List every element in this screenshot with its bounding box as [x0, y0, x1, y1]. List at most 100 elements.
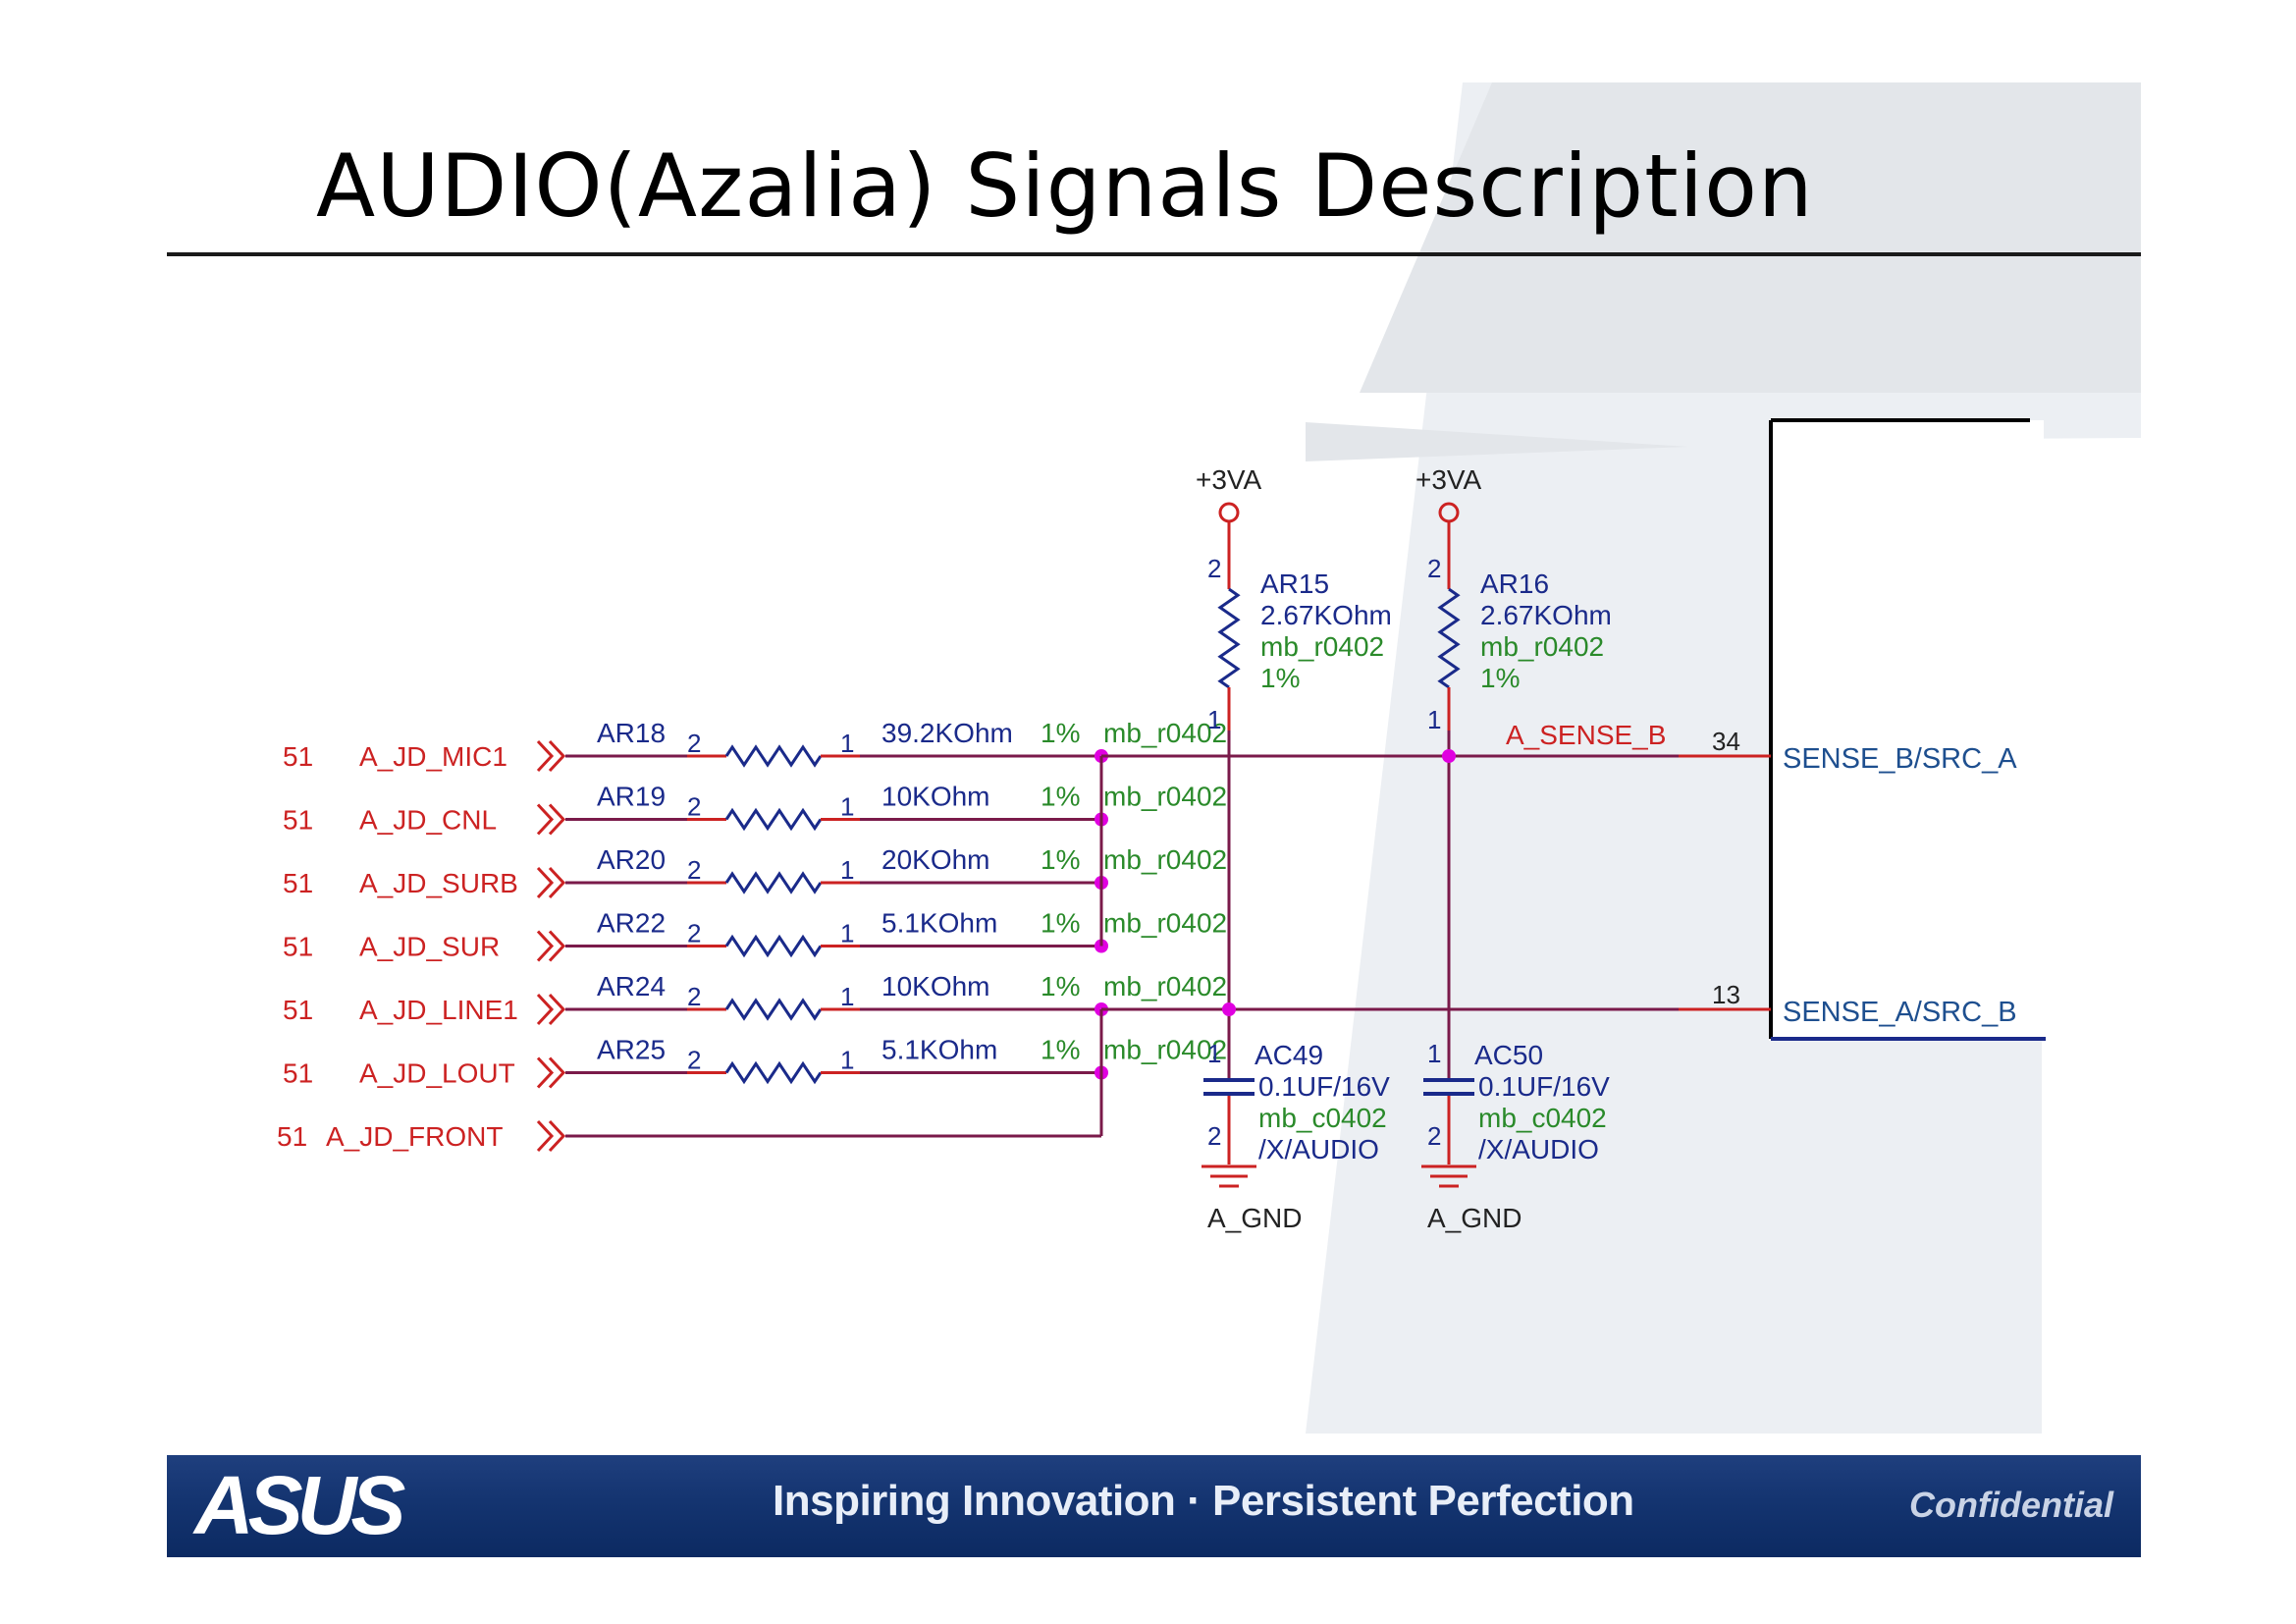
- codec-box-fill: [1769, 420, 2044, 1041]
- power-rail-label: +3VA: [1196, 464, 1262, 495]
- net-label: A_JD_MIC1: [359, 741, 507, 772]
- pin-number: 1: [840, 919, 854, 948]
- resistor-symbol: [724, 744, 823, 768]
- ground-icon: [1201, 1164, 1256, 1188]
- pin-number: 2: [1207, 1121, 1221, 1151]
- offpage-connector-icon: [536, 930, 566, 962]
- net-row-front: 51 A_JD_FRONT: [277, 1119, 1101, 1153]
- resistor-symbol: [724, 871, 823, 894]
- net-page-number: 51: [277, 1121, 307, 1152]
- resistor-package: mb_r0402: [1480, 631, 1604, 662]
- pin-number: 1: [840, 855, 854, 885]
- pin-number: 1: [1427, 1039, 1441, 1068]
- resistor-ref: AR25: [597, 1035, 666, 1065]
- pin-number: 2: [1427, 554, 1441, 583]
- net-row: 51 A_JD_SURB AR20 2 1 20KOhm 1% mb_r0402: [283, 844, 1227, 899]
- codec-pin-name: SENSE_B/SRC_A: [1783, 743, 2017, 775]
- net-page-number: 51: [283, 868, 313, 898]
- resistor-value: 2.67KOhm: [1480, 600, 1612, 630]
- sense-b-net-label: A_SENSE_B: [1506, 720, 1666, 750]
- resistor-value: 5.1KOhm: [881, 1035, 997, 1065]
- capacitor-group: /X/AUDIO: [1478, 1134, 1599, 1164]
- resistor-value: 2.67KOhm: [1260, 600, 1392, 630]
- resistor-ref: AR15: [1260, 568, 1329, 599]
- resistor-ref: AR22: [597, 908, 666, 939]
- power-rail-label: +3VA: [1415, 464, 1482, 495]
- pullup-resistors: +3VA21AR152.67KOhmmb_r04021%+3VA21AR162.…: [1196, 464, 1612, 734]
- pin-number: 1: [840, 1046, 854, 1075]
- resistor-tolerance: 1%: [1041, 971, 1080, 1001]
- codec-pin-name: SENSE_A/SRC_B: [1783, 997, 2017, 1028]
- resistor-package: mb_r0402: [1103, 1035, 1227, 1065]
- title-divider: [167, 252, 2141, 256]
- offpage-connector-icon: [536, 803, 566, 836]
- capacitor-value: 0.1UF/16V: [1258, 1071, 1390, 1102]
- net-label: A_JD_FRONT: [326, 1121, 503, 1152]
- net-page-number: 51: [283, 741, 313, 772]
- offpage-connector-icon: [536, 1056, 566, 1089]
- power-rail-icon: [1218, 502, 1240, 523]
- pin-number: 1: [840, 982, 854, 1011]
- resistor-tolerance: 1%: [1041, 908, 1080, 939]
- net-label: A_JD_CNL: [359, 805, 497, 836]
- codec-pin-number: 13: [1712, 980, 1740, 1009]
- pin-number: 1: [1207, 705, 1221, 734]
- offpage-connector-icon: [536, 866, 566, 899]
- pin-number: 1: [1207, 1039, 1221, 1068]
- resistor-ref: AR19: [597, 782, 666, 812]
- pin-number: 2: [687, 792, 701, 822]
- capacitor-package: mb_c0402: [1258, 1103, 1387, 1133]
- capacitor-value: 0.1UF/16V: [1478, 1071, 1610, 1102]
- footer-confidential: Confidential: [1909, 1485, 2113, 1525]
- pin-number: 1: [840, 729, 854, 758]
- net-page-number: 51: [283, 932, 313, 962]
- ground-label: A_GND: [1427, 1203, 1522, 1233]
- ground-icon: [1421, 1164, 1476, 1188]
- resistor-tolerance: 1%: [1041, 1035, 1080, 1065]
- footer-bar: ASUS Inspiring Innovation · Persistent P…: [167, 1455, 2141, 1557]
- offpage-connector-icon: [536, 993, 566, 1026]
- resistor-package: mb_r0402: [1260, 631, 1384, 662]
- resistor-value: 39.2KOhm: [881, 718, 1013, 748]
- resistor-symbol: [1437, 587, 1461, 689]
- resistor-ref: AR20: [597, 844, 666, 875]
- pin-number: 2: [687, 982, 701, 1011]
- offpage-connector-icon: [536, 1119, 566, 1153]
- resistor-tolerance: 1%: [1041, 718, 1080, 748]
- resistor-ref: AR16: [1480, 568, 1549, 599]
- capacitor-ref: AC50: [1474, 1040, 1543, 1070]
- ground-label: A_GND: [1207, 1203, 1302, 1233]
- resistor-symbol: [724, 1060, 823, 1085]
- footer-tagline: Inspiring Innovation · Persistent Perfec…: [773, 1477, 1634, 1525]
- net-label: A_JD_SURB: [359, 868, 518, 898]
- net-label: A_JD_SUR: [359, 932, 500, 962]
- capacitor-ref: AC49: [1255, 1040, 1323, 1070]
- pin-number: 1: [840, 792, 854, 822]
- pin-number: 2: [687, 855, 701, 885]
- junction-dot: [1442, 749, 1456, 763]
- resistor-value: 5.1KOhm: [881, 908, 997, 939]
- pin-number: 2: [687, 729, 701, 758]
- resistor-tolerance: 1%: [1041, 844, 1080, 875]
- resistor-symbol: [724, 998, 823, 1021]
- net-page-number: 51: [283, 805, 313, 836]
- junction-dot: [1222, 1002, 1236, 1016]
- resistor-value: 20KOhm: [881, 844, 990, 875]
- slide-title: AUDIO(Azalia) Signals Description: [316, 135, 1814, 237]
- offpage-connector-icon: [536, 739, 566, 773]
- resistor-symbol: [724, 807, 823, 832]
- sense-buses: A_SENSE_B: [1101, 720, 1771, 1016]
- pin-number: 2: [1427, 1121, 1441, 1151]
- resistor-package: mb_r0402: [1103, 844, 1227, 875]
- net-label: A_JD_LOUT: [359, 1058, 515, 1089]
- pin-number: 2: [687, 1046, 701, 1075]
